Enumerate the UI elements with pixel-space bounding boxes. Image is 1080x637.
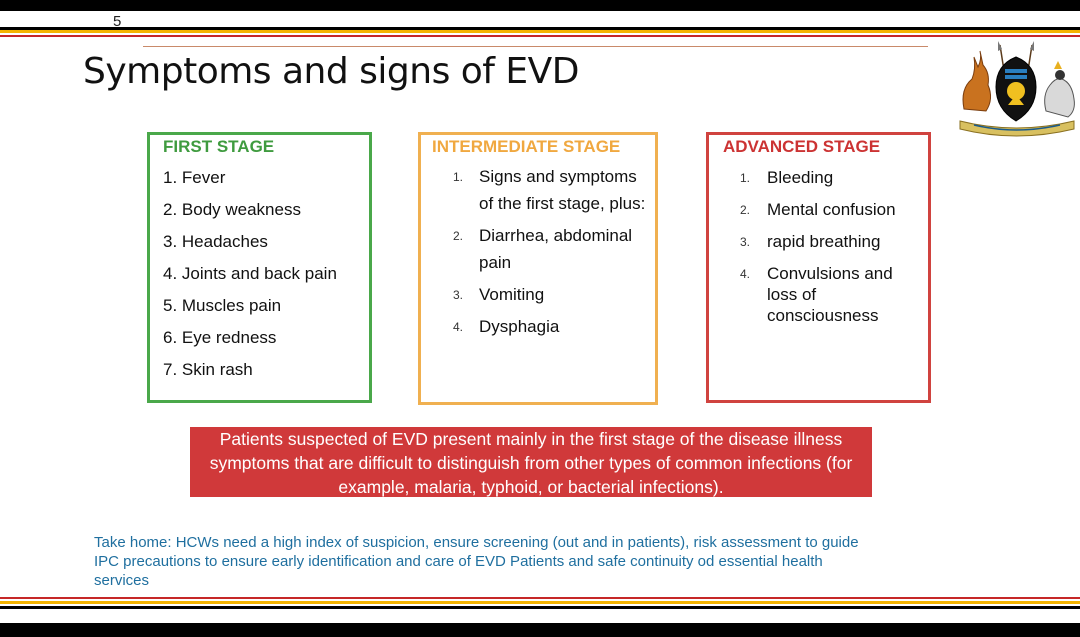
list-item: 4. Dysphagia — [451, 313, 651, 340]
list-text: rapid breathing — [767, 232, 881, 251]
banner-text: Patients suspected of EVD present mainly… — [209, 429, 853, 497]
list-item: 1. Bleeding — [740, 167, 925, 188]
bottom-flag-stripes — [0, 597, 1080, 609]
uganda-coat-of-arms-icon — [959, 41, 1075, 137]
list-text: Signs and symptoms of the first stage, p… — [479, 167, 646, 213]
list-text: Vomiting — [479, 285, 545, 304]
list-text: Mental confusion — [767, 200, 896, 219]
list-number: 4. — [453, 320, 464, 334]
first-stage-box: FIRST STAGE 1. Fever 2. Body weakness 3.… — [147, 132, 372, 403]
list-item: 3. Vomiting — [451, 281, 651, 308]
list-item: 1. Fever — [163, 168, 226, 187]
intermediate-stage-list: 1. Signs and symptoms of the first stage,… — [451, 163, 651, 345]
intermediate-stage-box: INTERMEDIATE STAGE 1. Signs and symptoms … — [418, 132, 658, 405]
list-number: 4. — [740, 267, 751, 281]
list-item: 5. Muscles pain — [163, 296, 282, 315]
list-item: 4. Convulsions and loss of consciousness — [740, 263, 925, 326]
list-text: Convulsions and loss of consciousness — [767, 264, 893, 325]
list-number: 3. — [740, 235, 751, 249]
list-number: 1. — [453, 170, 464, 184]
list-number: 1. — [740, 171, 751, 185]
list-item: 2. Mental confusion — [740, 199, 925, 220]
first-stage-title: FIRST STAGE — [163, 137, 275, 156]
list-item: 6. Eye redness — [163, 328, 277, 347]
list-item: 7. Skin rash — [163, 360, 253, 379]
list-item: 2. Body weakness — [163, 200, 301, 219]
top-flag-stripes — [0, 27, 1080, 37]
intermediate-stage-title: INTERMEDIATE STAGE — [432, 137, 621, 156]
list-number: 3. — [453, 288, 464, 302]
list-item: 4. Joints and back pain — [163, 264, 337, 283]
slide: 5 Symptoms and signs of EVD FIRST STAGE — [0, 11, 1080, 623]
list-item: 1. Signs and symptoms of the first stage,… — [451, 163, 651, 217]
list-text: Diarrhea, abdominal pain — [479, 226, 633, 272]
list-item: 2. Diarrhea, abdominal pain — [451, 222, 651, 276]
advanced-stage-box: ADVANCED STAGE 1. Bleeding 2. Mental confu… — [706, 132, 931, 403]
list-item: 3. rapid breathing — [740, 231, 925, 252]
list-item: 3. Headaches — [163, 232, 268, 251]
first-stage-list: 1. Fever 2. Body weakness 3. Headaches 4… — [163, 167, 337, 391]
list-text: Bleeding — [767, 168, 834, 187]
slide-title: Symptoms and signs of EVD — [83, 51, 580, 92]
list-number: 2. — [740, 203, 751, 217]
key-message-banner: Patients suspected of EVD present mainly… — [190, 427, 872, 497]
advanced-stage-list: 1. Bleeding 2. Mental confusion 3. rapid br… — [740, 167, 925, 337]
take-home-note: Take home: HCWs need a high index of sus… — [94, 534, 859, 589]
page-number: 5 — [113, 13, 122, 30]
list-text: Dysphagia — [479, 317, 560, 336]
title-divider — [143, 46, 928, 47]
list-number: 2. — [453, 229, 464, 243]
advanced-stage-title: ADVANCED STAGE — [723, 137, 881, 156]
